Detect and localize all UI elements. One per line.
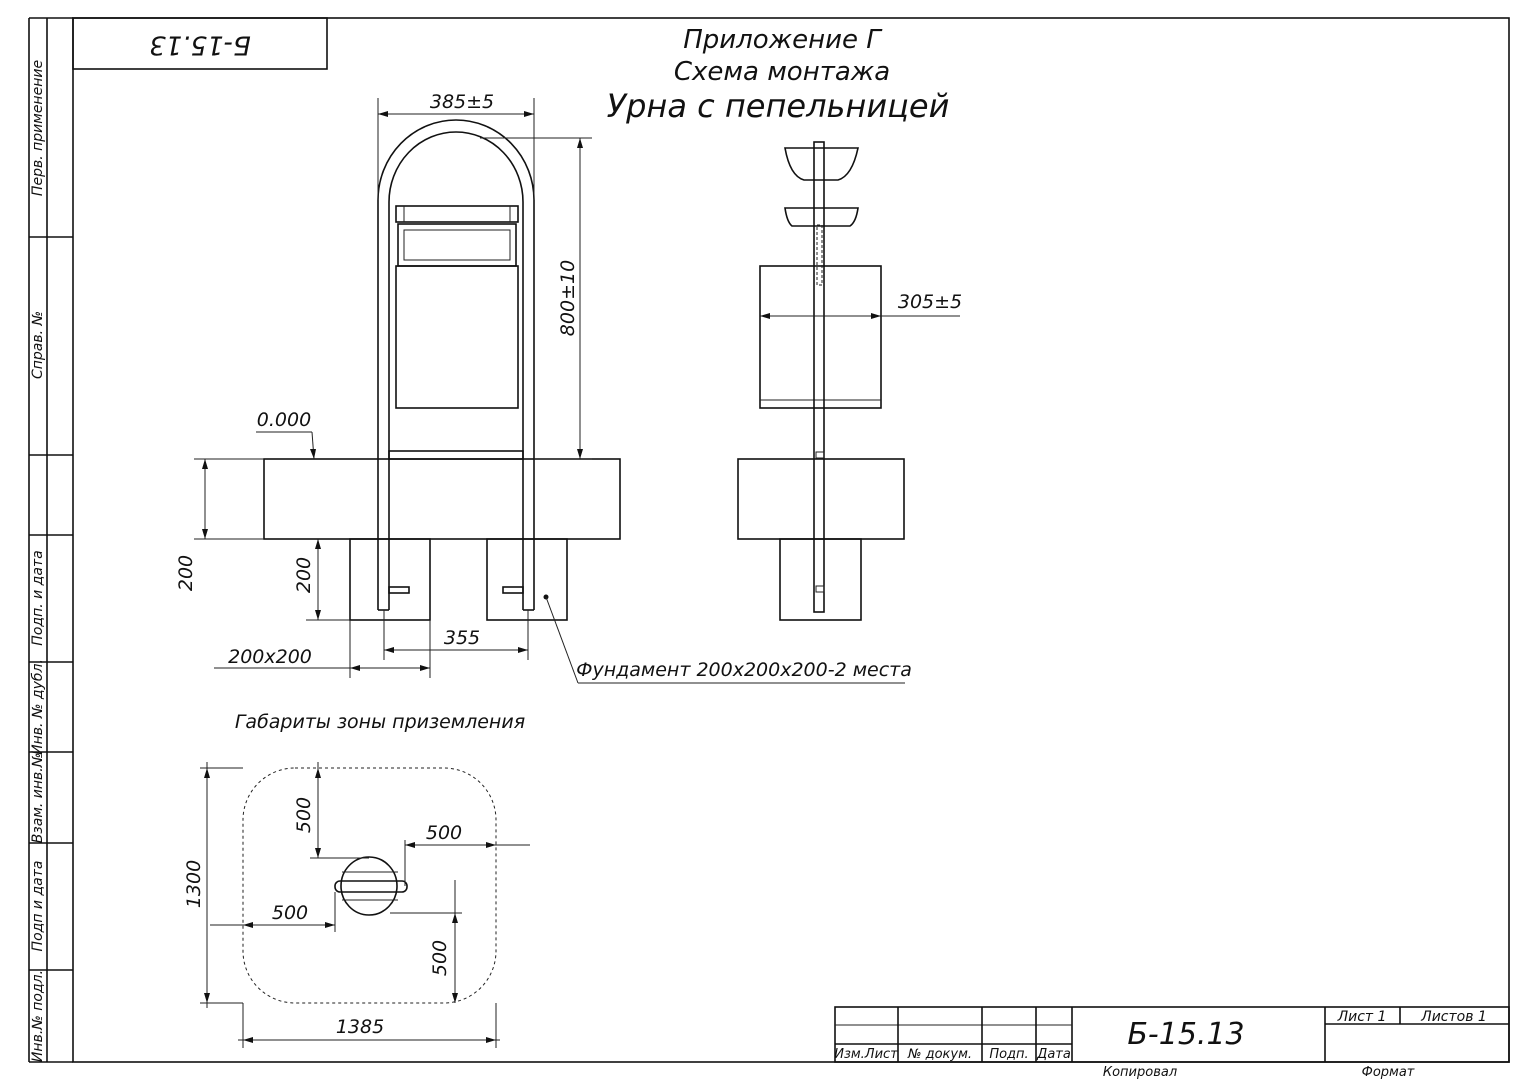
ground-slab [263, 458, 621, 540]
zone-dim-left: 500 [272, 902, 308, 924]
tb-kopiroval: Копировал [1103, 1065, 1177, 1080]
zone-dim-top: 500 [293, 797, 315, 833]
side-view: 305±5 [737, 141, 962, 621]
zone-height: 1300 [183, 860, 205, 908]
tb-izm-list: Изм.Лист [834, 1047, 898, 1062]
side-lid [784, 207, 859, 227]
tb-doc-no: № докум. [907, 1047, 972, 1062]
label-perv-primenenie: Перв. применение [30, 60, 46, 196]
frame-arch-outer [377, 119, 535, 610]
tb-list: Лист 1 [1337, 1009, 1387, 1025]
tb-listov: Листов 1 [1420, 1009, 1487, 1025]
zone-width: 1385 [336, 1016, 384, 1038]
side-bin [759, 265, 882, 409]
side-ground-slab [737, 458, 905, 540]
title-block [834, 1006, 1510, 1063]
product-title: Урна с пепельницей [607, 87, 950, 125]
dim-spacing: 355 [444, 627, 480, 649]
tb-data: Дата [1036, 1047, 1071, 1062]
ashtray-lid [395, 205, 519, 223]
front-view: 385±5 800±10 0.000 200 200 355 [175, 91, 912, 684]
dim-slab: 200 [175, 555, 197, 591]
dim-height: 800±10 [557, 260, 579, 336]
dim-depth: 305±5 [898, 291, 962, 313]
label-sprav-no: Справ. № [30, 311, 46, 379]
label-podp-data-2: Подп и дата [30, 861, 46, 952]
landing-zone: Габариты зоны приземления 500 500 500 50… [183, 711, 530, 1048]
scheme-subtitle: Схема монтажа [674, 57, 890, 87]
dim-footing-size: 200х200 [228, 646, 312, 668]
zone-dim-bottom: 500 [429, 940, 451, 976]
label-vzam-inv: Взам. инв.№ [30, 753, 46, 844]
footing-left [349, 538, 431, 621]
label-podp-data-1: Подп. и дата [30, 550, 46, 645]
dim-footing-depth: 200 [293, 557, 315, 593]
anchor-left [388, 586, 410, 594]
zone-outline [242, 767, 497, 1004]
zone-dim-right: 500 [426, 822, 462, 844]
tb-podp: Подп. [989, 1047, 1028, 1062]
zone-label: Габариты зоны приземления [235, 711, 525, 733]
stamp-code: Б-15.13 [149, 30, 251, 60]
anchor-right [502, 586, 524, 594]
footing-right [486, 538, 568, 621]
label-inv-podl: Инв.№ подл. [30, 970, 46, 1062]
stamp-box: Б-15.13 [72, 17, 328, 70]
side-pole [813, 141, 825, 613]
side-footing [779, 538, 862, 621]
sheet-frame [28, 17, 1510, 1063]
urn-top-view [340, 856, 398, 916]
appendix-title: Приложение Г [683, 25, 883, 55]
level-mark: 0.000 [257, 409, 311, 431]
label-inv-dubl: Инв. № дубл. [30, 659, 46, 755]
frame-arch-inner [388, 131, 524, 610]
base-bar [388, 450, 524, 460]
tb-format: Формат [1362, 1065, 1415, 1080]
foundation-note: Фундамент 200х200х200-2 места [576, 659, 912, 681]
dim-width: 385±5 [430, 91, 494, 113]
title-doc-code: Б-15.13 [1127, 1017, 1244, 1052]
side-ashtray [784, 147, 859, 181]
bin-body [395, 265, 519, 409]
